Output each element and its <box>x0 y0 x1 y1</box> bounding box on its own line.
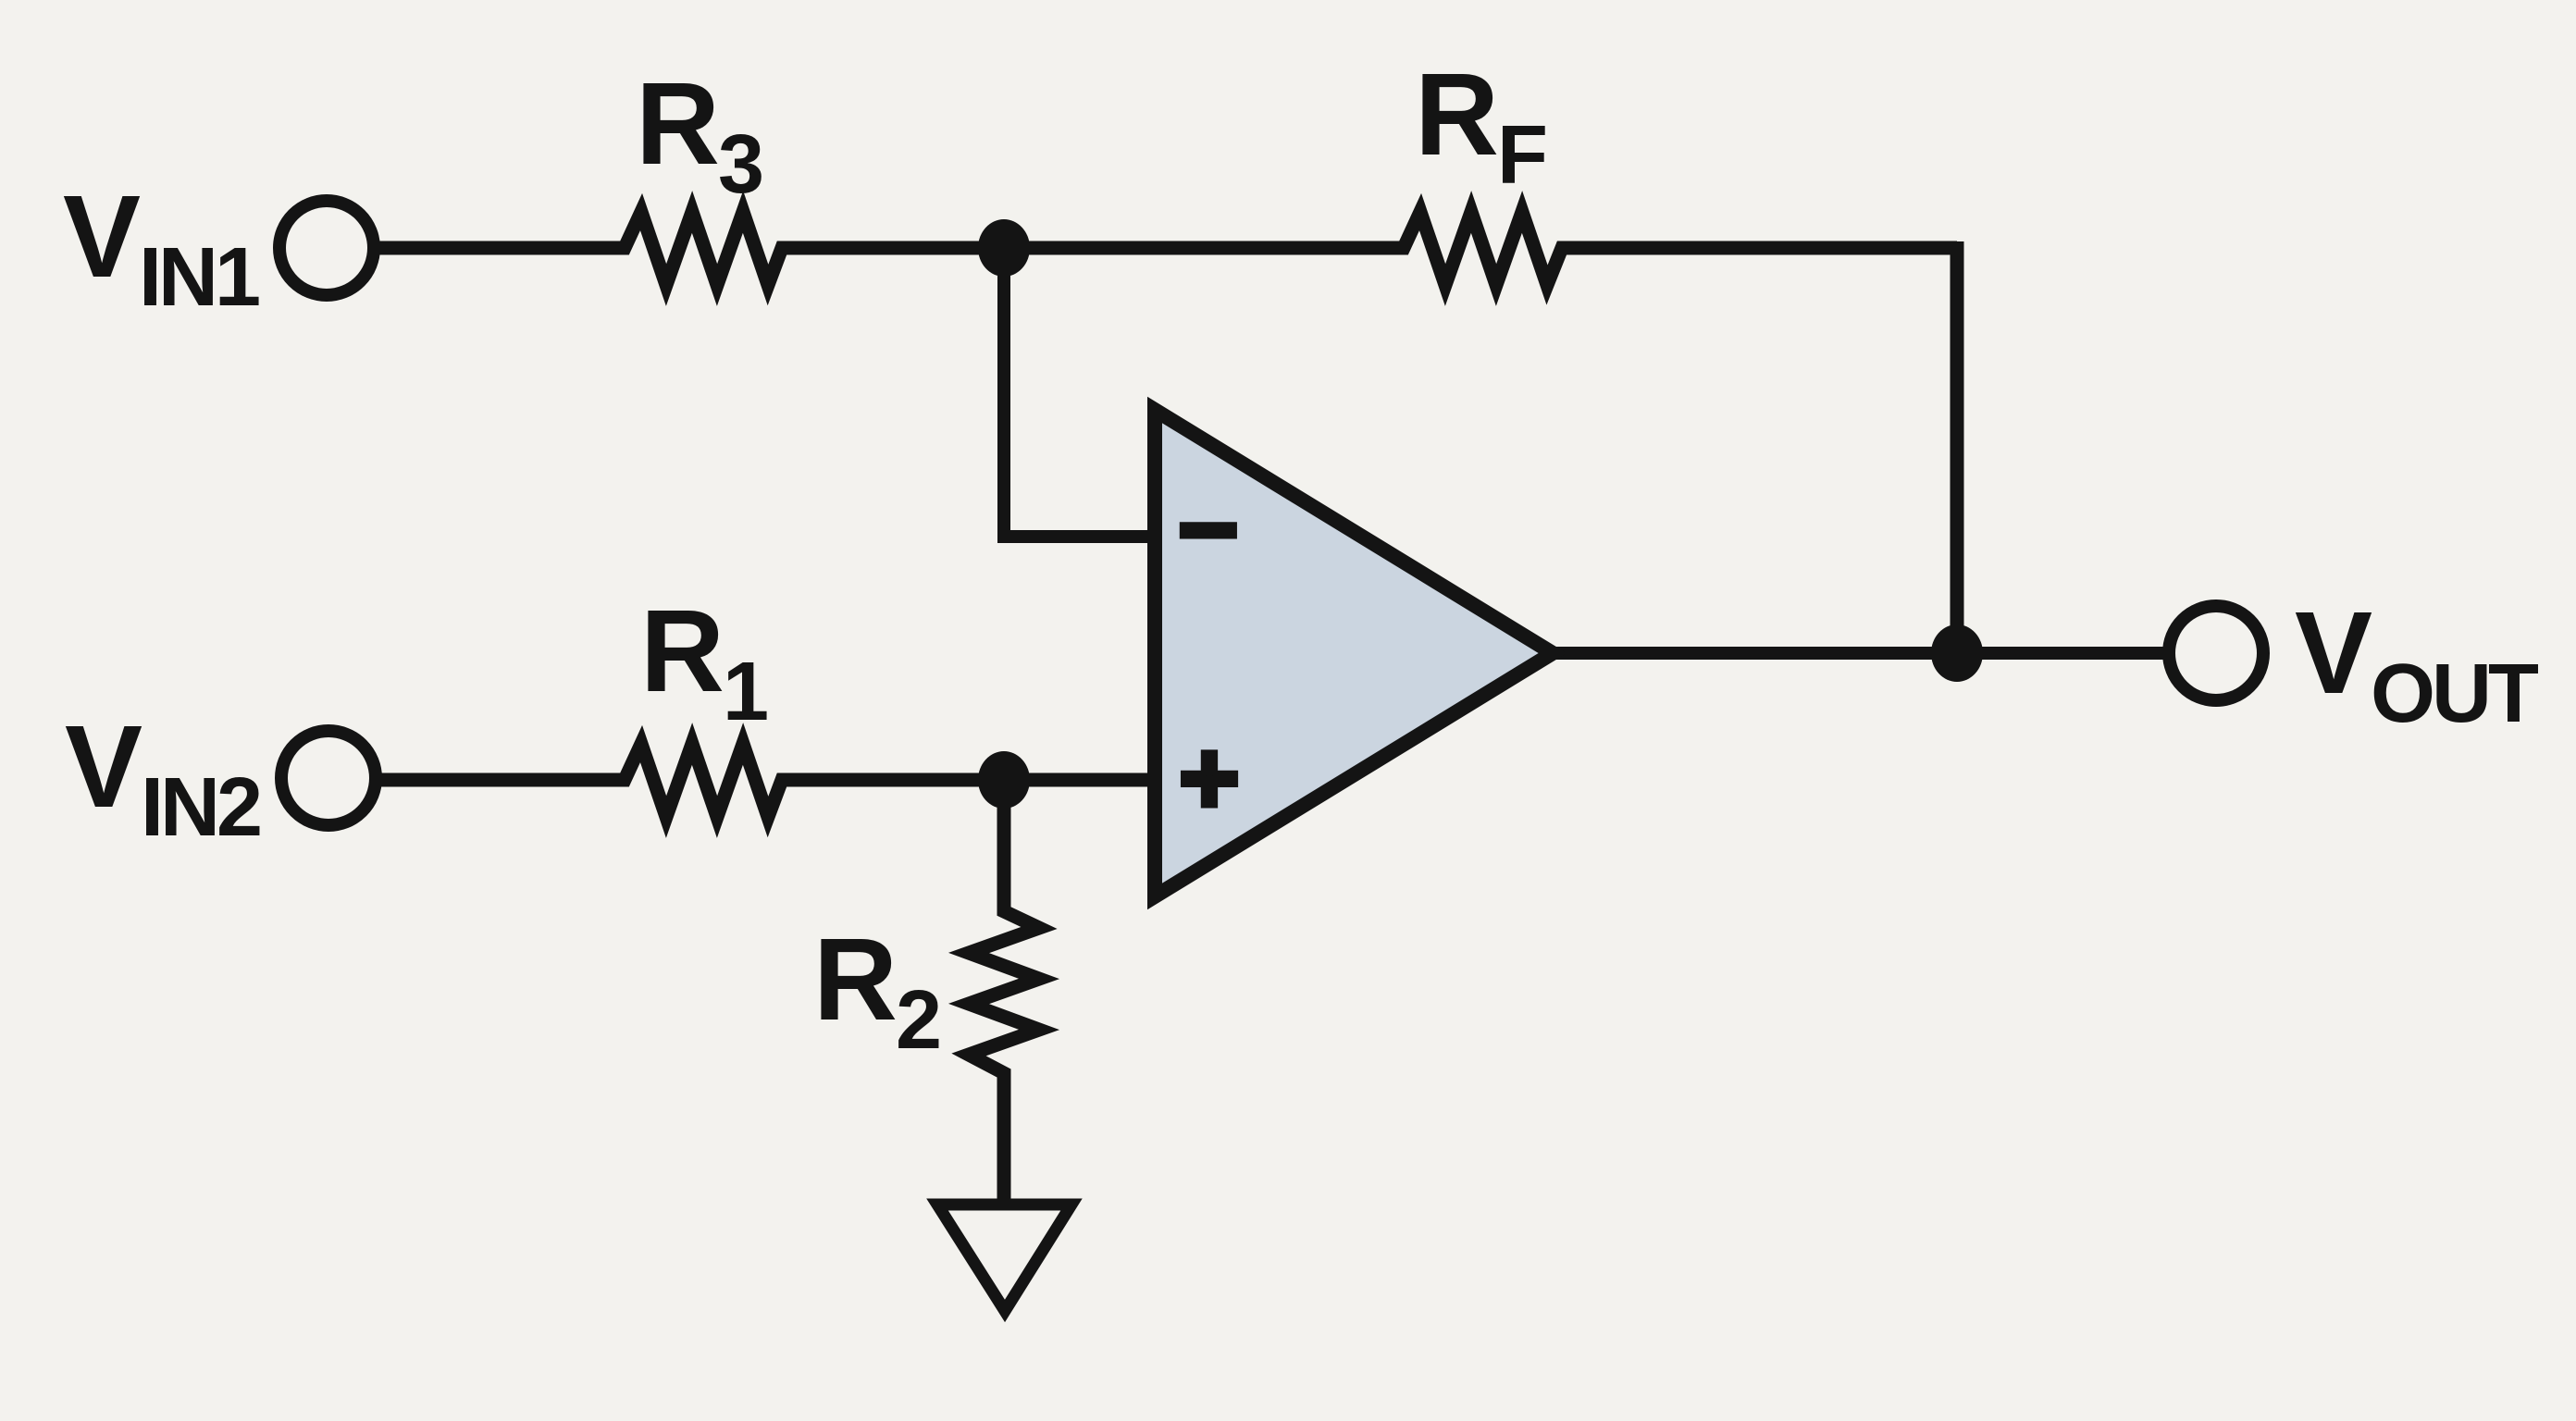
vin2-label-sub: IN2 <box>141 761 263 854</box>
rf-label-main: R <box>1415 49 1499 179</box>
vin2-terminal <box>275 724 382 832</box>
junction-dot-noninverting-node <box>978 751 1030 809</box>
r3-label-main: R <box>636 58 720 189</box>
vin1-terminal <box>273 194 380 302</box>
r2-label: R2 <box>813 921 942 1063</box>
opamp-inverting-input-symbol: − <box>1178 472 1238 587</box>
wire-r2-to-ground <box>947 780 1060 1205</box>
vin2-label-main: V <box>65 701 142 832</box>
rf-label-sub: F <box>1497 109 1548 202</box>
wire-bottom-row-with-r1 <box>381 723 1155 838</box>
r1-label-main: R <box>640 586 724 716</box>
wire-top-row-with-r3-rf <box>379 191 1957 306</box>
vout-terminal <box>2162 599 2270 707</box>
r1-label: R1 <box>640 593 769 735</box>
wire-inverting-input <box>997 248 1155 543</box>
junction-dot-output-node <box>1931 624 1983 682</box>
ground-icon <box>926 1198 1083 1323</box>
vout-label: VOUT <box>2295 595 2539 736</box>
vin1-label: VIN1 <box>63 179 261 320</box>
r3-label: R3 <box>636 66 764 207</box>
vout-label-sub: OUT <box>2371 648 2539 740</box>
vin2-label: VIN2 <box>65 709 263 850</box>
r3-label-sub: 3 <box>718 118 764 211</box>
opamp-noninverting-input-symbol: + <box>1179 721 1239 836</box>
vin1-label-sub: IN1 <box>139 231 261 324</box>
vout-label-main: V <box>2295 587 2372 718</box>
rf-label: RF <box>1415 56 1548 198</box>
vin1-label-main: V <box>63 171 141 302</box>
r1-label-sub: 1 <box>723 646 769 738</box>
r2-label-sub: 2 <box>896 974 942 1067</box>
junction-dot-inverting-node <box>978 219 1030 277</box>
r2-label-main: R <box>813 914 898 1044</box>
opamp-triangle <box>1147 396 1567 910</box>
